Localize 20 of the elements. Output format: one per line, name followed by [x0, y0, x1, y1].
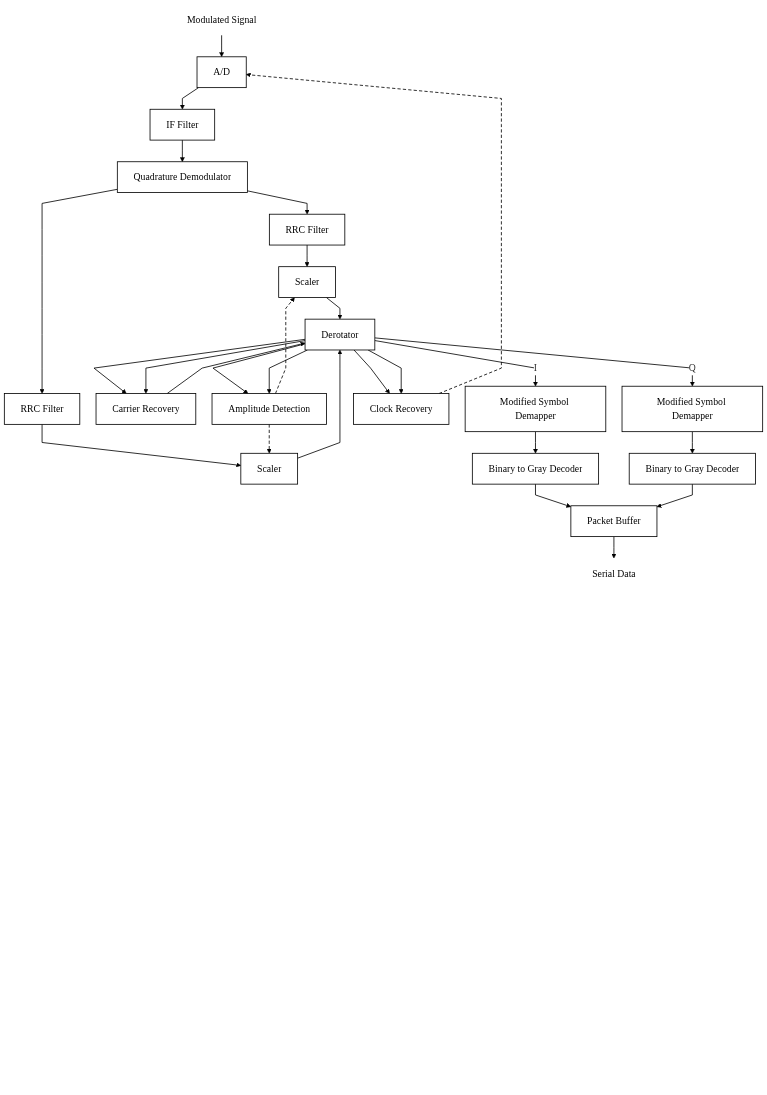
node-box: Scaler — [240, 452, 299, 485]
node-box: IF Filter — [149, 108, 216, 141]
node-box: Modified Symbol Demapper — [621, 385, 764, 433]
edge-label: Q — [688, 362, 696, 374]
node-text: Serial Data — [592, 567, 636, 579]
node-box: A/D — [196, 56, 247, 89]
node-box: RRC Filter — [268, 213, 346, 246]
node-box: Derotator — [304, 318, 376, 351]
node-box: RRC Filter — [3, 393, 81, 425]
node-box: Clock Recovery — [353, 393, 450, 425]
node-box: Binary to Gray Decoder — [471, 452, 599, 485]
node-box: Scaler — [278, 266, 336, 298]
edge-label: I — [533, 362, 538, 374]
node-box: Amplitude Detection — [211, 393, 327, 425]
node-box: Quadrature Demodulator — [116, 161, 248, 193]
node-box: Packet Buffer — [570, 505, 658, 537]
node-box: Modified Symbol Demapper — [464, 385, 607, 433]
node-text: Modulated Signal — [186, 14, 257, 25]
node-box: Carrier Recovery — [95, 393, 197, 425]
node-box: Binary to Gray Decoder — [628, 452, 756, 485]
